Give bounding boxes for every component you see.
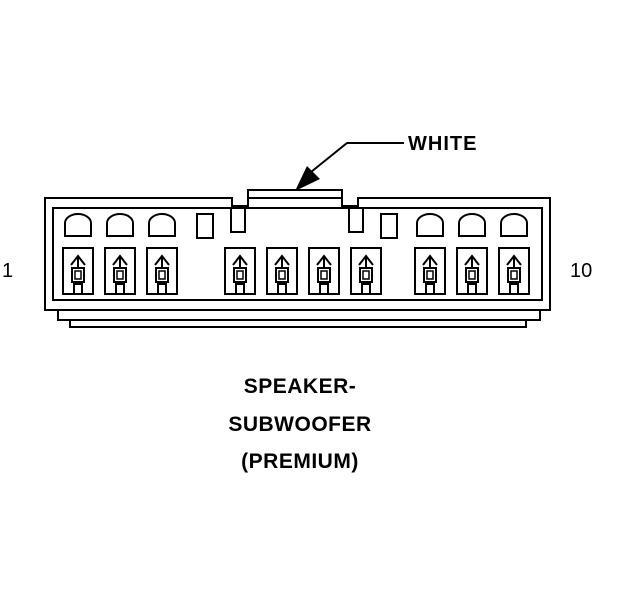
keyway-slot	[348, 207, 364, 233]
keyway-slot	[380, 213, 398, 239]
caption-line-1: SPEAKER-	[244, 375, 357, 398]
terminal-pin-3	[146, 247, 178, 295]
caption-line-2: SUBWOOFER	[228, 413, 371, 436]
leader-arrowhead	[295, 166, 320, 191]
cavity-opening	[458, 213, 486, 237]
terminal-pin-5	[266, 247, 298, 295]
cavity-opening	[500, 213, 528, 237]
pin-1-label: 1	[2, 260, 13, 282]
keyway-slot	[230, 207, 246, 233]
pin-10-label: 10	[570, 260, 592, 282]
terminal-pin-2	[104, 247, 136, 295]
cavity-opening	[106, 213, 134, 237]
terminal-pin-4	[224, 247, 256, 295]
leader-line	[310, 142, 404, 173]
cavity-opening	[416, 213, 444, 237]
wire-color-label: WHITE	[408, 133, 477, 155]
terminal-pin-10	[498, 247, 530, 295]
cavity-opening	[64, 213, 92, 237]
terminal-row	[62, 247, 530, 295]
terminal-pin-7	[350, 247, 382, 295]
connector-inner-wall	[52, 207, 543, 301]
wire-leader-arrow	[295, 142, 404, 191]
terminal-pin-8	[414, 247, 446, 295]
terminal-pin-1	[62, 247, 94, 295]
caption-line-3: (PREMIUM)	[241, 450, 359, 473]
terminal-pin-9	[456, 247, 488, 295]
cavity-openings-row	[64, 207, 528, 239]
connector-body-drawing	[44, 189, 551, 328]
terminal-pin-6	[308, 247, 340, 295]
keyway-slot	[196, 213, 214, 239]
connector-base-strip	[57, 309, 541, 321]
connector-base-strip	[69, 319, 527, 328]
cavity-opening	[148, 213, 176, 237]
